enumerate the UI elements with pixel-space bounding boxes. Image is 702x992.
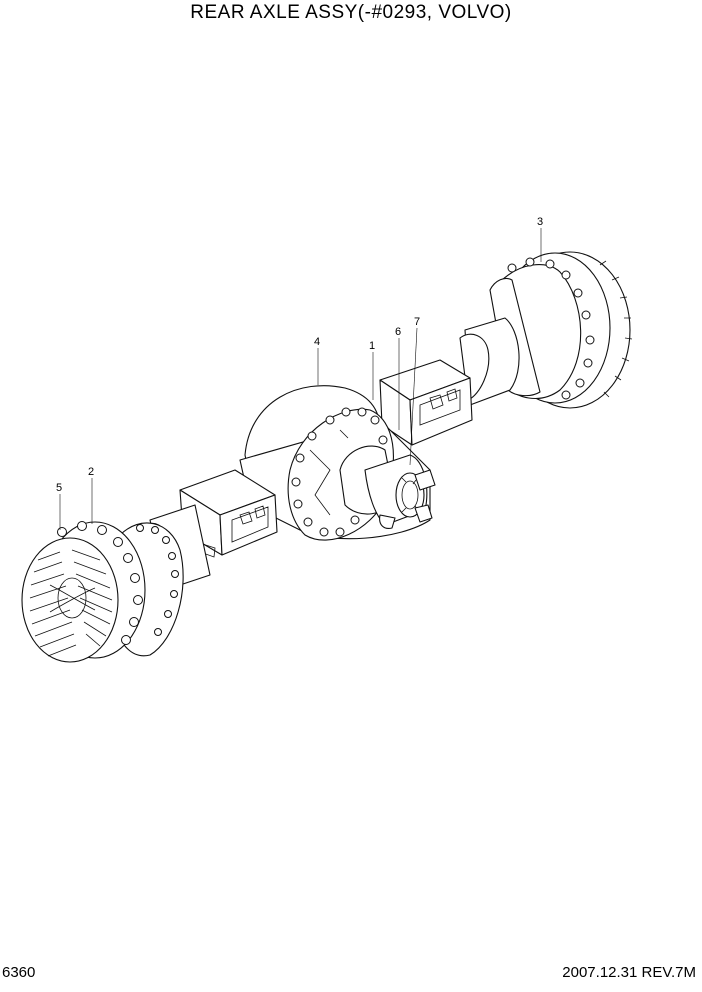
carrier-flange-bolts <box>291 407 388 537</box>
callout-3: 3 <box>537 216 543 228</box>
left-wheel-hub <box>21 521 184 663</box>
callout-6: 6 <box>395 326 401 338</box>
callout-leaders <box>59 228 542 530</box>
callout-4: 4 <box>314 336 320 348</box>
callout-1: 1 <box>369 340 375 352</box>
page-number: 6360 <box>2 964 36 981</box>
right-wheel-hub <box>489 251 633 409</box>
right-spring-pad <box>379 359 473 446</box>
page-title: REAR AXLE ASSY(-#0293, VOLVO) <box>190 2 512 23</box>
right-hub-gear-teeth <box>599 260 633 398</box>
differential-housing <box>239 385 436 541</box>
callout-5: 5 <box>56 482 62 494</box>
left-hub-body-bolts <box>136 524 179 636</box>
callout-2: 2 <box>88 466 94 478</box>
callout-7: 7 <box>414 316 420 328</box>
revision-date: 2007.12.31 REV.7M <box>562 964 696 981</box>
right-hub-flange-bolts <box>507 257 595 400</box>
left-hub-flange-bolts <box>57 521 143 645</box>
left-hub-gear-teeth <box>29 549 113 657</box>
